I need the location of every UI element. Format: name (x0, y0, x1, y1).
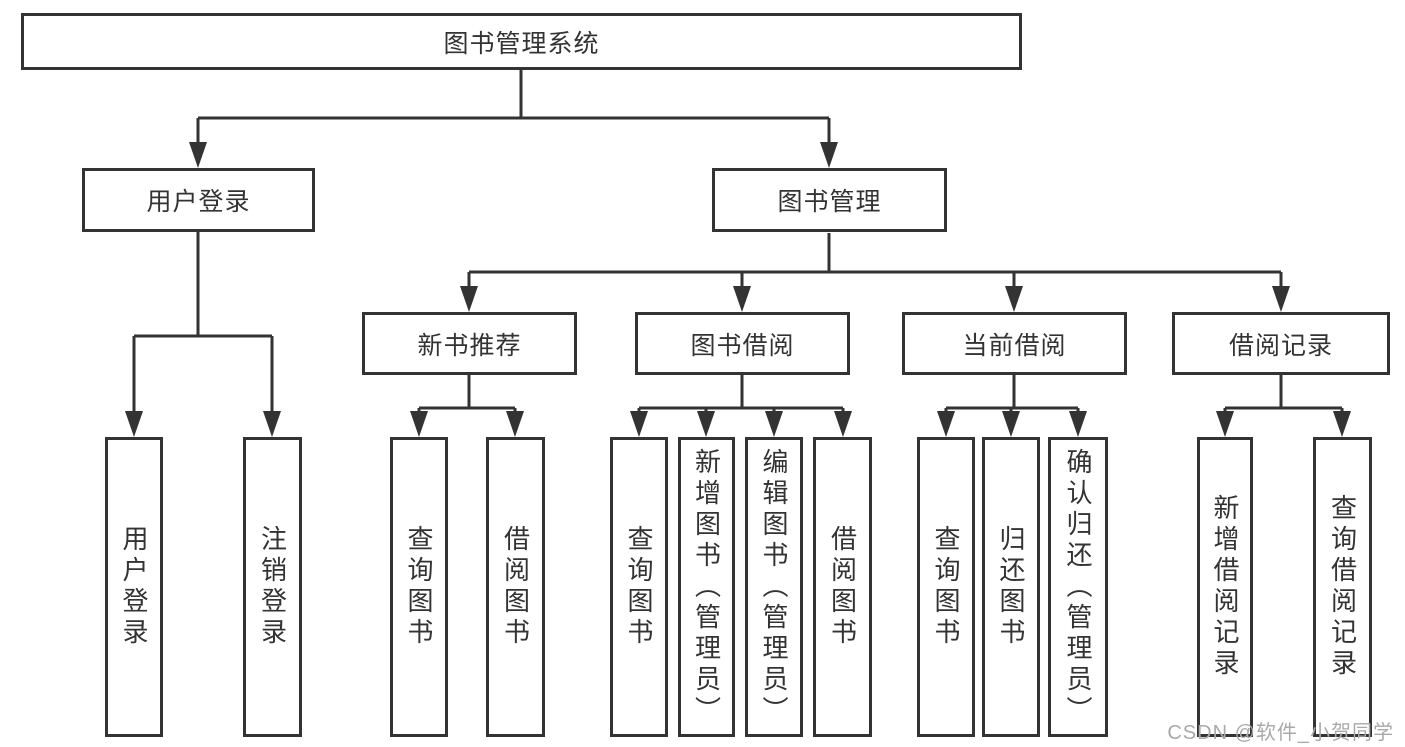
node-user-login: 用户登录 (82, 168, 315, 232)
connector-paths (132, 70, 1344, 413)
node-root: 图书管理系统 (21, 13, 1022, 70)
node-book-borrow: 图书借阅 (635, 312, 850, 375)
leaf-borrow-edit-books-admin-label: 编辑图书（管理员） (759, 447, 789, 727)
leaf-records-add-record-label: 新增借阅记录 (1210, 494, 1240, 680)
leaf-recommend-query-books-label: 查询图书 (404, 525, 434, 649)
leaf-borrow-borrow-books: 借阅图书 (813, 437, 872, 737)
arrowheads (125, 142, 1351, 437)
leaf-recommend-borrow-books: 借阅图书 (486, 437, 545, 737)
node-borrow-records: 借阅记录 (1172, 312, 1390, 375)
leaf-borrow-add-books-admin: 新增图书（管理员） (678, 437, 735, 737)
watermark: CSDN @软件_小贺同学 (1167, 722, 1394, 744)
node-new-book-recommend: 新书推荐 (362, 312, 577, 375)
node-book-borrow-label: 图书借阅 (690, 331, 795, 360)
leaf-current-query-books: 查询图书 (917, 437, 975, 737)
leaf-user-login: 用户登录 (105, 437, 163, 737)
node-book-management-label: 图书管理 (777, 188, 882, 216)
node-borrow-records-label: 借阅记录 (1228, 331, 1333, 360)
leaf-borrow-add-books-admin-label: 新增图书（管理员） (691, 447, 722, 727)
leaf-user-login-label: 用户登录 (119, 525, 149, 649)
leaf-current-confirm-return-admin: 确认归还（管理员） (1048, 437, 1108, 737)
leaf-records-add-record: 新增借阅记录 (1197, 437, 1253, 737)
leaf-borrow-borrow-books-label: 借阅图书 (827, 525, 858, 649)
leaf-borrow-edit-books-admin: 编辑图书（管理员） (745, 437, 803, 737)
leaf-current-return-books-label: 归还图书 (996, 525, 1026, 649)
leaf-borrow-query-books: 查询图书 (610, 437, 668, 737)
node-current-borrow: 当前借阅 (902, 312, 1127, 375)
node-root-label: 图书管理系统 (443, 29, 600, 58)
leaf-recommend-borrow-books-label: 借阅图书 (500, 525, 531, 649)
leaf-logout-label: 注销登录 (257, 525, 288, 649)
leaf-current-return-books: 归还图书 (982, 437, 1040, 737)
leaf-current-confirm-return-admin-label: 确认归还（管理员） (1063, 447, 1093, 727)
node-new-book-recommend-label: 新书推荐 (417, 331, 522, 360)
leaf-logout: 注销登录 (243, 437, 302, 737)
node-book-management: 图书管理 (712, 168, 947, 232)
leaf-recommend-query-books: 查询图书 (390, 437, 448, 737)
leaf-current-query-books-label: 查询图书 (931, 525, 961, 649)
leaf-borrow-query-books-label: 查询图书 (624, 525, 654, 649)
leaf-records-query-record: 查询借阅记录 (1313, 437, 1372, 737)
node-user-login-label: 用户登录 (146, 188, 251, 216)
node-current-borrow-label: 当前借阅 (962, 331, 1067, 360)
leaf-records-query-record-label: 查询借阅记录 (1327, 494, 1358, 680)
